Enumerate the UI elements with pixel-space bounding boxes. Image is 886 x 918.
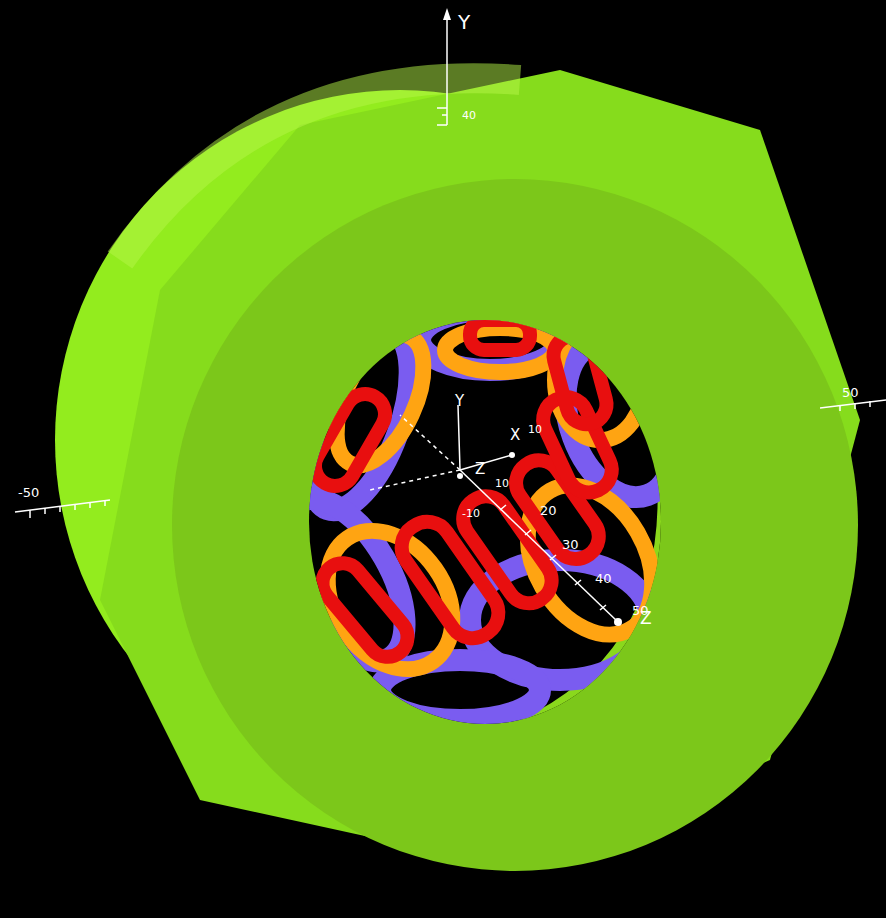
- cylinder-body: [100, 70, 860, 870]
- tick-value: 20: [540, 504, 557, 517]
- tick-value: 10: [495, 478, 509, 489]
- axis-letter: Y: [455, 394, 464, 409]
- purple-coils: [261, 310, 694, 720]
- axis-letter: Z: [475, 462, 485, 477]
- outer-axes: [15, 18, 886, 518]
- tick-value: -50: [18, 486, 39, 499]
- axis-letter: Y: [458, 12, 470, 32]
- tick-value: -10: [462, 508, 480, 519]
- tick-value: 30: [562, 538, 579, 551]
- tick-value: 40: [462, 110, 476, 121]
- tick-value: 50: [842, 386, 859, 399]
- tick-value: 10: [528, 424, 542, 435]
- tick-value: 40: [595, 572, 612, 585]
- orange-coils: [302, 320, 678, 693]
- inner-axes: [370, 405, 618, 622]
- cylinder-front: [172, 179, 858, 871]
- red-coils: [308, 320, 619, 665]
- axis-letter: Z: [640, 610, 652, 627]
- axis-letter: X: [510, 428, 520, 443]
